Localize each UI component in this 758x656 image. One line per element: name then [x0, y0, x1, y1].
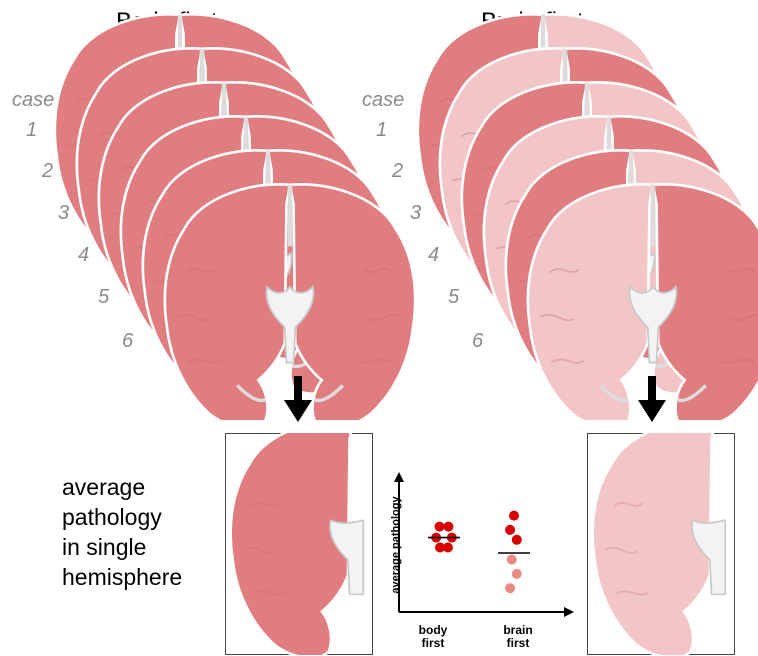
y-axis-title: average pathology — [390, 496, 402, 594]
case-label-3-right: 3 — [410, 202, 422, 224]
brain-first-average-hemisphere — [587, 433, 735, 655]
brain-slice-case-6 — [163, 182, 417, 420]
case-label-5-right: 5 — [448, 286, 460, 308]
body-first-brain-stack — [53, 12, 417, 420]
temporal-fold — [235, 384, 345, 403]
case-label-6-left: 6 — [122, 330, 134, 352]
y-axis-arrowhead — [394, 472, 404, 482]
sulcus-lines — [540, 268, 758, 364]
case-label-6-right: 6 — [472, 330, 484, 352]
data-point-brain-first-3 — [511, 534, 522, 545]
temporal-fold — [598, 384, 708, 403]
data-point-body-first-1 — [434, 521, 445, 532]
case-heading-left: case — [12, 89, 55, 111]
data-point-brain-first-4 — [506, 554, 517, 565]
data-point-brain-first-6 — [505, 583, 516, 594]
case-label-3-left: 3 — [58, 202, 70, 224]
case-label-1-right: 1 — [376, 119, 388, 141]
case-label-5-left: 5 — [98, 286, 110, 308]
sulcus-lines — [242, 502, 287, 596]
data-point-brain-first-1 — [509, 510, 519, 521]
caption-line: pathology — [62, 504, 162, 530]
down-arrow-icon — [284, 376, 312, 422]
ventricle — [265, 285, 315, 364]
case-label-2-left: 2 — [42, 160, 54, 182]
case-label-4-right: 4 — [428, 244, 440, 266]
case-heading-right: case — [362, 89, 405, 111]
caption-line: hemisphere — [62, 564, 183, 590]
sulcus-lines — [604, 502, 649, 596]
ventricle — [628, 285, 678, 364]
caption-line: average — [62, 474, 146, 500]
case-label-4-left: 4 — [78, 244, 90, 266]
x-axis-arrowhead — [564, 607, 574, 617]
caption-line: in single — [62, 534, 147, 560]
average-pathology-caption: average pathology in single hemisphere — [62, 472, 182, 592]
body-first-average-hemisphere — [225, 433, 373, 655]
pathology-scatter-plot — [394, 472, 574, 617]
brain-first-brain-stack — [416, 12, 758, 420]
data-point-brain-first-2 — [505, 524, 516, 535]
brain-slice-case-6 — [526, 182, 758, 420]
case-label-1-left: 1 — [26, 119, 38, 141]
data-point-body-first-2 — [443, 521, 454, 532]
ventricle — [691, 519, 727, 596]
single-hemisphere — [591, 433, 727, 655]
x-tick-line: brain — [503, 623, 533, 637]
down-arrow-icon — [638, 376, 666, 422]
x-tick-label-brain-first: brain first — [493, 624, 543, 650]
x-tick-line: first — [421, 636, 445, 650]
data-point-brain-first-5 — [511, 568, 522, 579]
brain-stacks — [53, 12, 758, 420]
data-point-body-first-6 — [442, 542, 453, 553]
ventricle — [329, 519, 365, 596]
x-tick-line: first — [506, 636, 530, 650]
single-hemisphere — [229, 433, 365, 655]
x-tick-line: body — [418, 623, 448, 637]
sulcus-lines — [177, 268, 403, 364]
case-label-2-right: 2 — [392, 160, 404, 182]
x-tick-label-body-first: body first — [408, 624, 458, 650]
data-point-body-first-5 — [435, 542, 446, 553]
